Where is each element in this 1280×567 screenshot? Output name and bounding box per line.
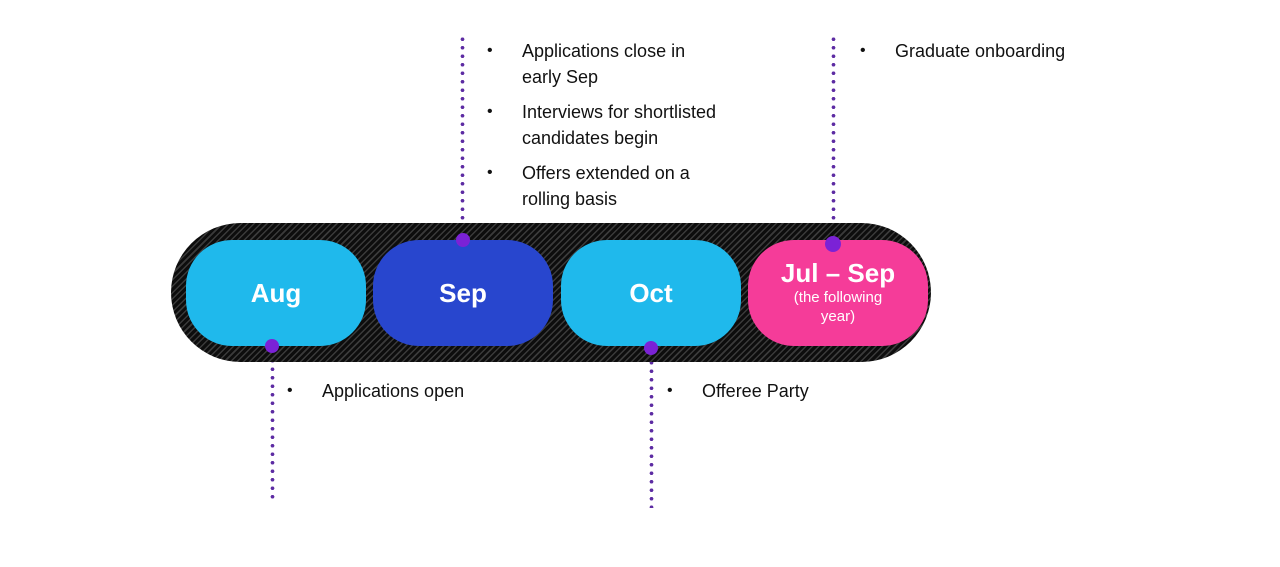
list-item: • Interviews for shortlisted candidates … — [487, 99, 716, 151]
bullet-icon: • — [860, 42, 866, 59]
list-item: • Offers extended on a rolling basis — [487, 160, 716, 212]
connector-line-aug — [270, 348, 275, 500]
month-pill-aug: Aug — [186, 240, 366, 346]
connector-dot-jul-sep — [825, 236, 841, 252]
annotation-text: Graduate onboarding — [895, 41, 1066, 61]
month-pill-oct: Oct — [561, 240, 741, 346]
connector-line-oct — [649, 350, 654, 508]
list-item: • Graduate onboarding — [860, 38, 1065, 64]
annotation-list-below-aug: • Applications open — [287, 378, 464, 413]
annotation-list-above-sep: • Applications close in early Sep • Inte… — [487, 38, 716, 221]
month-label-oct: Oct — [629, 277, 673, 308]
month-label-jul-sep: Jul – Sep — [780, 258, 896, 289]
month-sublabel-jul-sep: (the following year) — [793, 289, 883, 325]
connector-dot-oct — [644, 341, 658, 355]
month-pill-sep: Sep — [373, 240, 553, 346]
month-label-sep: Sep — [439, 277, 487, 308]
annotation-text: Offeree Party — [702, 381, 809, 401]
annotation-text: Interviews for shortlisted candidates be… — [522, 102, 717, 148]
annotation-text: Offers extended on a rolling basis — [522, 163, 690, 209]
month-label-aug: Aug — [250, 277, 302, 308]
connector-line-jul-sep — [831, 35, 836, 242]
annotation-list-below-oct: • Offeree Party — [667, 378, 809, 413]
list-item: • Applications open — [287, 378, 464, 404]
bullet-icon: • — [667, 382, 673, 399]
annotation-text: Applications open — [322, 381, 465, 401]
bullet-icon: • — [287, 382, 293, 399]
month-pill-jul-sep: Jul – Sep (the following year) — [748, 240, 928, 346]
bullet-icon: • — [487, 103, 493, 120]
bullet-icon: • — [487, 164, 493, 181]
connector-dot-sep — [456, 233, 470, 247]
connector-dot-aug — [265, 339, 279, 353]
annotation-text: Applications close in early Sep — [522, 41, 686, 87]
list-item: • Applications close in early Sep — [487, 38, 716, 90]
list-item: • Offeree Party — [667, 378, 809, 404]
annotation-list-above-jul-sep: • Graduate onboarding — [860, 38, 1065, 73]
bullet-icon: • — [487, 42, 493, 59]
connector-line-sep — [460, 35, 465, 238]
